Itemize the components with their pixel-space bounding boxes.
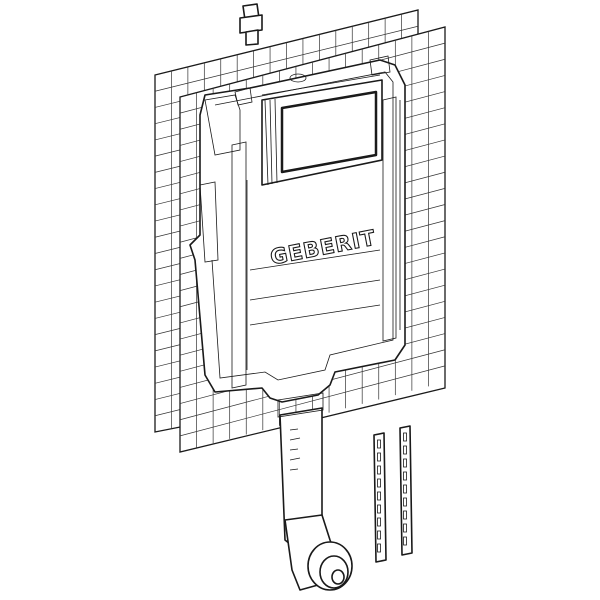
- mounting-strips: [373, 425, 413, 563]
- strip-slot: [403, 445, 407, 455]
- strip-slot: [377, 530, 381, 540]
- strip-slot: [403, 484, 407, 494]
- strip-slot: [377, 478, 381, 488]
- strip-slot: [403, 471, 407, 481]
- drain-pipe: [277, 392, 353, 591]
- strip-slot: [403, 432, 407, 442]
- strip-slot: [403, 536, 407, 546]
- strip-slot: [377, 452, 381, 462]
- supply-valve: [239, 3, 263, 46]
- mesh-line: [179, 365, 446, 437]
- strip-slot: [403, 523, 407, 533]
- strip-slot: [403, 510, 407, 520]
- strip-slot: [403, 497, 407, 507]
- strip-slot: [377, 543, 381, 553]
- strip-slot: [377, 517, 381, 527]
- strip-slot: [377, 491, 381, 501]
- actuator-opening: [261, 74, 383, 186]
- strip-slot: [377, 465, 381, 475]
- mesh-line: [154, 25, 419, 92]
- strip-slot: [377, 504, 381, 514]
- strip-slot: [377, 439, 381, 449]
- strip-slot: [403, 458, 407, 468]
